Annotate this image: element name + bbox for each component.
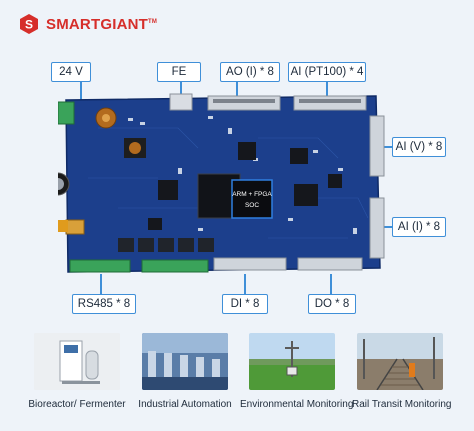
railway-image	[357, 333, 443, 390]
field-sensor-image	[249, 333, 335, 390]
connector-line	[326, 80, 328, 98]
label-di: DI * 8	[222, 294, 268, 314]
caption-rail-transit: Rail Transit Monitoring	[352, 399, 452, 410]
connector-line	[380, 146, 392, 148]
factory-image	[142, 333, 228, 390]
soc-label-line2: SOC	[245, 202, 259, 209]
label-ai-pt100: AI (PT100) * 4	[288, 62, 366, 82]
environmental-monitoring-thumbnail	[249, 333, 335, 390]
label-ao: AO (I) * 8	[220, 62, 280, 82]
connector-line	[244, 274, 246, 294]
bioreactor-image	[34, 333, 120, 390]
caption-industrial-automation: Industrial Automation	[138, 399, 232, 410]
label-rs485: RS485 * 8	[72, 294, 136, 314]
bioreactor-thumbnail	[34, 333, 120, 390]
rail-transit-thumbnail	[357, 333, 443, 390]
connector-line	[236, 80, 238, 98]
label-do: DO * 8	[308, 294, 356, 314]
controller-board-image: ARM + FPGA SOC	[58, 93, 385, 273]
connector-line	[330, 274, 332, 294]
smartgiant-logo-icon: S	[20, 14, 38, 34]
brand-logo: S SMARTGIANTTM	[18, 13, 157, 35]
caption-environmental-monitoring: Environmental Monitoring	[240, 399, 354, 410]
soc-label-line1: ARM + FPGA	[232, 191, 272, 198]
connector-line	[180, 80, 182, 94]
label-ai-v: AI (V) * 8	[392, 137, 446, 157]
label-fe: FE	[157, 62, 201, 82]
label-24v: 24 V	[51, 62, 91, 82]
label-ai-i: AI (I) * 8	[392, 217, 446, 237]
connector-line	[80, 80, 82, 105]
connector-line	[100, 274, 102, 294]
brand-name: SMARTGIANTTM	[46, 15, 158, 33]
caption-bioreactor: Bioreactor/ Fermenter	[28, 399, 126, 410]
svg-text:S: S	[25, 18, 33, 32]
connector-line	[380, 226, 392, 228]
industrial-automation-thumbnail	[142, 333, 228, 390]
